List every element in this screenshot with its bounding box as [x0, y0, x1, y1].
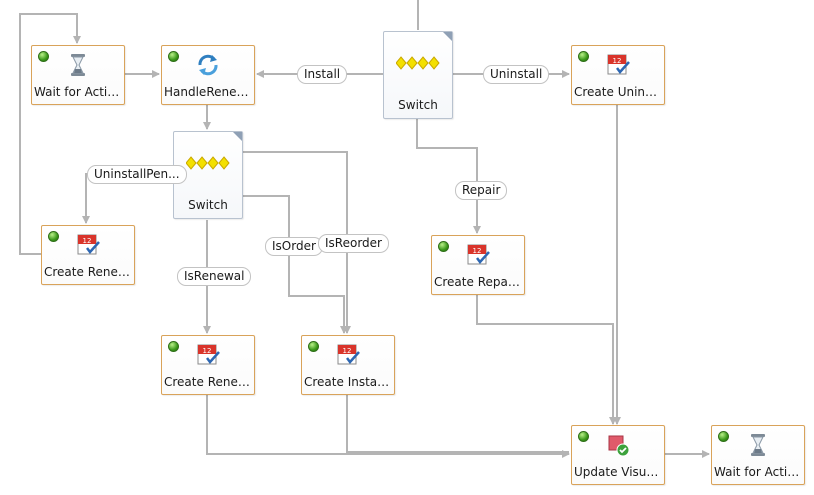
svg-text:12: 12 [203, 347, 212, 355]
node-label: Switch [398, 98, 438, 112]
calendar-task-icon: 12 [337, 344, 360, 365]
connector-is-order [243, 195, 348, 334]
node-label: Update Visual... [574, 465, 662, 479]
svg-text:12: 12 [613, 57, 622, 65]
edge-label-uninstall-pending[interactable]: UninstallPen... [87, 165, 187, 184]
node-label: Create Renewal... [164, 375, 252, 389]
node-label: Create Renewal... [44, 265, 132, 279]
node-label: Wait for Activity [714, 465, 802, 479]
calendar-task-icon: 12 [197, 344, 220, 365]
status-indicator-icon [718, 431, 729, 442]
hourglass-icon [71, 54, 85, 76]
create-uninstall-node[interactable]: 12 Create Uninstal... [571, 45, 665, 105]
status-indicator-icon [308, 341, 319, 352]
calendar-task-icon: 12 [77, 234, 100, 255]
node-label: HandleRenewa... [164, 85, 252, 99]
node-label: Create Uninstal... [574, 85, 662, 99]
edge-label-is-reorder[interactable]: IsReorder [318, 234, 389, 253]
status-indicator-icon [578, 431, 589, 442]
connector-install-to-update [346, 394, 569, 453]
create-renewal-node-bottom[interactable]: 12 Create Renewal... [161, 335, 255, 395]
status-indicator-icon [438, 241, 449, 252]
status-indicator-icon [48, 231, 59, 242]
node-label: Switch [188, 198, 228, 212]
calendar-task-icon: 12 [607, 54, 630, 75]
status-indicator-icon [168, 341, 179, 352]
create-renewal-node-left[interactable]: 12 Create Renewal... [41, 225, 135, 285]
refresh-arrows-icon [198, 54, 218, 76]
handle-renewal-node[interactable]: HandleRenewa... [161, 45, 255, 105]
connector-renewal-to-update [206, 394, 570, 458]
status-indicator-icon [578, 51, 589, 62]
update-check-icon [608, 435, 630, 457]
edge-label-repair[interactable]: Repair [455, 181, 508, 200]
wait-for-activity-node-final[interactable]: Wait for Activity [711, 425, 805, 485]
expand-corner-icon [443, 32, 452, 41]
node-label: Create Install T... [304, 375, 392, 389]
expand-corner-icon [233, 132, 242, 141]
update-visual-node[interactable]: Update Visual... [571, 425, 665, 485]
svg-text:12: 12 [473, 247, 482, 255]
status-indicator-icon [38, 51, 49, 62]
create-install-node[interactable]: 12 Create Install T... [301, 335, 395, 395]
status-indicator-icon [168, 51, 179, 62]
switch-node-main[interactable]: Switch [383, 31, 453, 119]
switch-diamonds-icon [186, 156, 230, 170]
edge-label-is-renewal[interactable]: IsRenewal [177, 267, 252, 286]
svg-text:12: 12 [343, 347, 352, 355]
calendar-task-icon: 12 [467, 244, 490, 265]
create-repair-node[interactable]: 12 Create Repair T... [431, 235, 525, 295]
switch-diamonds-icon [396, 56, 440, 70]
svg-text:12: 12 [83, 237, 92, 245]
node-label: Create Repair T... [434, 275, 522, 289]
connector-renewal-loop [19, 13, 81, 255]
edge-label-is-order[interactable]: IsOrder [265, 237, 323, 256]
connector-is-reorder [243, 151, 351, 334]
connector-repair [416, 118, 481, 234]
node-label: Wait for Activity [34, 85, 122, 99]
hourglass-icon [751, 434, 765, 456]
wait-for-activity-node[interactable]: Wait for Activity [31, 45, 125, 105]
connector-repair-to-update [476, 294, 617, 425]
edge-label-install[interactable]: Install [297, 65, 348, 84]
edge-label-uninstall[interactable]: Uninstall [483, 65, 550, 84]
